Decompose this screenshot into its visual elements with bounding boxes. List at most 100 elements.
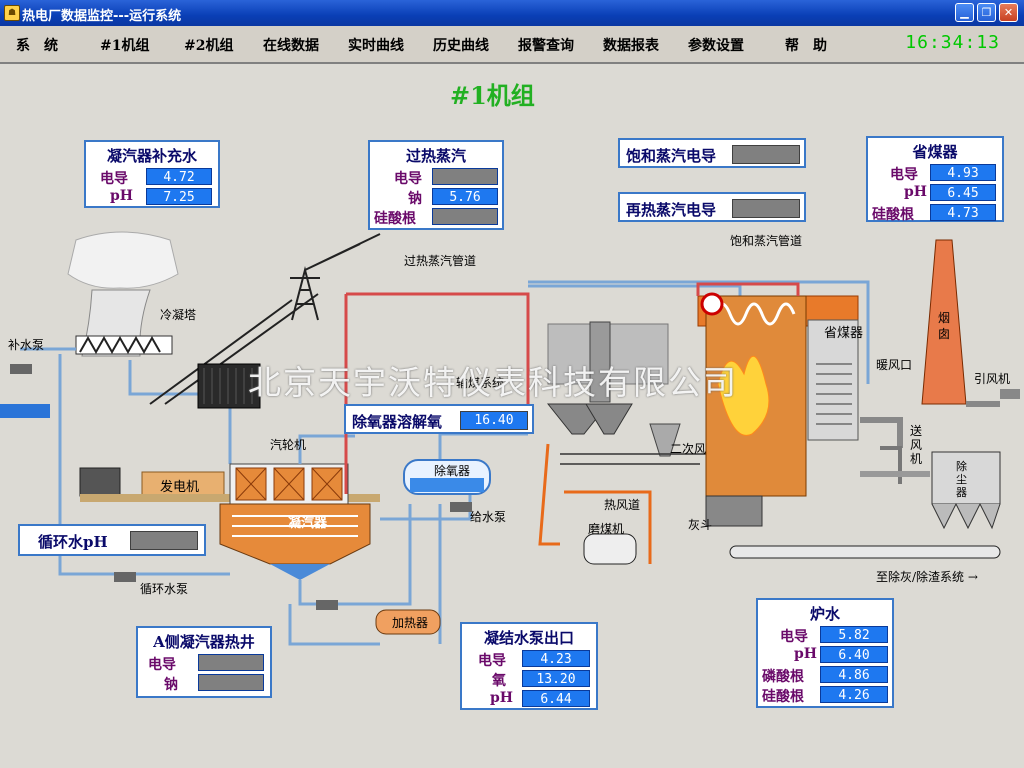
value-circulating-water-ph (130, 531, 198, 550)
label-saturated-pipe: 饱和蒸汽管道 (730, 234, 803, 248)
label-condenser: 凝汽器 (288, 516, 328, 531)
transformer (197, 363, 261, 409)
coal-mill (583, 533, 637, 565)
value-silicate: 4.73 (930, 204, 996, 221)
label-circulating-water-ph: 循环水pH (38, 533, 108, 551)
label-cooling-tower: 冷凝塔 (160, 308, 197, 322)
label-conductivity: 电导 (890, 167, 918, 183)
label-dust-collector: 除尘器 (956, 460, 967, 499)
label-conductivity: 电导 (780, 629, 808, 645)
menu-alarm-query[interactable]: 报警查询 (518, 38, 574, 54)
label-circulation-pump: 循环水泵 (140, 582, 189, 596)
panel-hotwell: A侧凝汽器热井 电导 钠 (136, 626, 272, 698)
condenser (219, 503, 371, 580)
value-conductivity (432, 168, 498, 185)
value-conductivity: 4.72 (146, 168, 212, 185)
label-conductivity: 电导 (100, 171, 128, 187)
plant-canvas: #1机组 凝汽器补充水 电导 4.72 pH 7.25 过热蒸汽 电导 钠 5.76 … (0, 64, 1024, 768)
panel-circulating-water: 循环水pH (18, 524, 206, 556)
label-silicate: 硅酸根 (374, 211, 416, 227)
menu-system[interactable]: 系 统 (16, 38, 58, 54)
label-generator: 发电机 (160, 480, 200, 495)
menu-settings[interactable]: 参数设置 (688, 38, 744, 54)
label-reheat-steam-conductivity: 再热蒸汽电导 (626, 201, 717, 219)
cooling-tower (67, 231, 179, 357)
label-deaerator-oxygen: 除氧器溶解氧 (352, 413, 443, 431)
label-ph: pH (110, 188, 134, 204)
panel-title: 凝汽器补充水 (106, 147, 197, 165)
panel-superheat-steam: 过热蒸汽 电导 钠 5.76 硅酸根 (368, 140, 504, 230)
value-conductivity (198, 654, 264, 671)
plant-diagram (0, 231, 1020, 646)
value-silicate: 4.26 (820, 686, 888, 703)
label-turbine: 汽轮机 (270, 438, 307, 452)
value-conductivity: 5.82 (820, 626, 888, 643)
panel-title: 省煤器 (912, 143, 958, 161)
menu-history-curve[interactable]: 历史曲线 (433, 38, 489, 54)
boiler (696, 282, 859, 527)
label-sodium: 钠 (408, 191, 422, 207)
value-ph: 7.25 (146, 188, 212, 205)
panel-title: 炉水 (809, 605, 840, 623)
label-conductivity: 电导 (478, 653, 506, 669)
value-phosphate: 4.86 (820, 666, 888, 683)
value-sodium: 5.76 (432, 188, 498, 205)
label-ph: pH (490, 690, 514, 706)
makeup-pump (10, 364, 32, 374)
menu-online-data[interactable]: 在线数据 (263, 38, 319, 54)
menu-unit2[interactable]: #2机组 (184, 38, 234, 54)
label-induced-fan: 引风机 (974, 372, 1011, 386)
close-button[interactable]: ✕ (999, 3, 1018, 22)
value-silicate (432, 208, 498, 225)
label-silicate: 硅酸根 (762, 689, 804, 705)
condensate-pump (316, 600, 338, 610)
label-phosphate: 磷酸根 (762, 669, 804, 685)
value-ph: 6.40 (820, 646, 888, 663)
app-icon: ☗ (4, 5, 20, 21)
label-deaerator: 除氧器 (434, 464, 471, 478)
circulation-pump (114, 572, 136, 582)
turbine (229, 463, 349, 505)
window-title: 热电厂数据监控---运行系统 (22, 9, 182, 24)
label-makeup-pump: 补水泵 (8, 338, 45, 352)
label-conductivity: 电导 (148, 657, 176, 673)
menu-unit1[interactable]: #1机组 (100, 38, 150, 54)
minimize-button[interactable]: ▁ (955, 3, 974, 22)
value-deaerator-oxygen: 16.40 (460, 411, 528, 430)
panel-title: 过热蒸汽 (405, 147, 466, 165)
label-ash-system: 至除灰/除渣系统 → (876, 570, 978, 584)
label-coal-system: 输煤系统 (456, 376, 505, 390)
label-ph: pH (904, 184, 928, 200)
value-oxygen: 13.20 (522, 670, 590, 687)
label-blower: 送风机 (910, 424, 923, 466)
label-economizer: 省煤器 (824, 326, 864, 341)
unit-heading: #1机组 (450, 81, 535, 110)
label-ash-hopper: 灰斗 (688, 518, 713, 532)
label-chimney: 烟囱 (938, 311, 951, 341)
label-saturated-steam-conductivity: 饱和蒸汽电导 (626, 147, 717, 165)
power-pylon (149, 233, 381, 405)
menu-realtime-curve[interactable]: 实时曲线 (348, 38, 404, 54)
label-secondary-air: 二次风 (670, 442, 707, 456)
panel-saturated-steam: 饱和蒸汽电导 (618, 138, 806, 168)
coal-system (538, 321, 710, 564)
value-ph: 6.44 (522, 690, 590, 707)
restore-button[interactable]: ❐ (977, 3, 996, 22)
value-conductivity: 4.23 (522, 650, 590, 667)
panel-condenser-makeup: 凝汽器补充水 电导 4.72 pH 7.25 (84, 140, 220, 208)
menu-bar: 系 统 #1机组 #2机组 在线数据 实时曲线 历史曲线 报警查询 数据报表 参… (0, 26, 1024, 64)
menu-help[interactable]: 帮 助 (785, 38, 827, 54)
value-saturated-steam-conductivity (732, 145, 800, 164)
value-reheat-steam-conductivity (732, 199, 800, 218)
label-heater: 加热器 (392, 616, 429, 630)
label-conductivity: 电导 (394, 171, 422, 187)
label-feed-pump: 给水泵 (470, 510, 507, 524)
menu-data-report[interactable]: 数据报表 (603, 38, 659, 54)
label-superheat-pipe: 过热蒸汽管道 (404, 254, 477, 268)
watermark: 北京天宇沃特仪表科技有限公司 (248, 363, 738, 402)
value-ph: 6.45 (930, 184, 996, 201)
label-ph: pH (794, 646, 818, 662)
